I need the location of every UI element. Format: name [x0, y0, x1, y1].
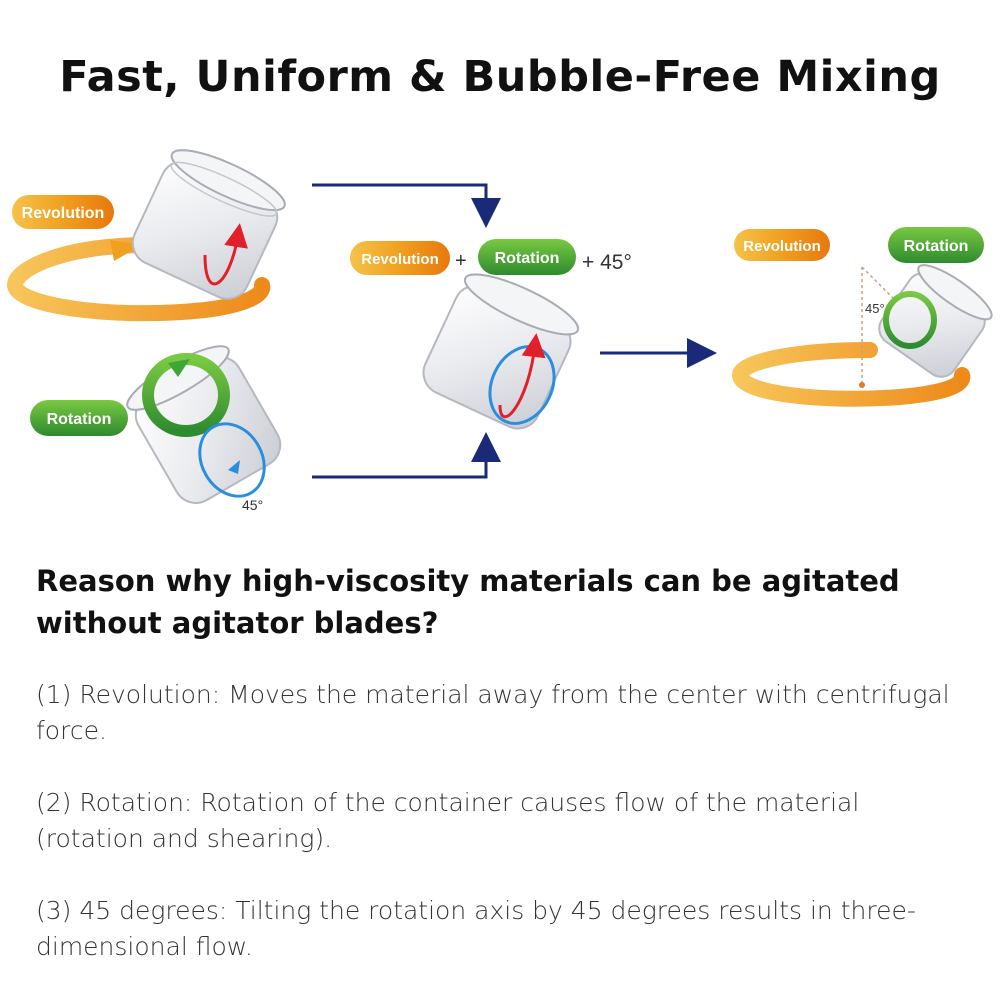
revolution-label: Revolution: [361, 251, 439, 268]
rotation-label: Rotation: [904, 238, 969, 255]
rotation-pill: Rotation: [478, 239, 576, 275]
revolution-label: Revolution: [743, 238, 821, 255]
rotation-illustration: 45° Rotation: [30, 345, 282, 513]
blue-rotation-arrow-icon: [198, 422, 266, 498]
rotation-pill: Rotation: [30, 400, 128, 436]
green-rotation-arrow-icon: [883, 291, 937, 349]
revolution-pill: Revolution: [350, 241, 450, 275]
flow-arrow-icon: [312, 183, 501, 228]
rotation-label: Rotation: [495, 250, 560, 267]
result-illustration: Revolution Rotation 45°: [731, 227, 993, 407]
revolution-ring-icon: [731, 342, 971, 407]
mixing-diagram: Revolution 45° Rotation Revolution + Rot…: [6, 149, 993, 513]
revolution-pill: Revolution: [734, 229, 830, 261]
rotation-label: Rotation: [47, 411, 112, 428]
cylindrical-container-icon: [422, 273, 580, 430]
flow-arrow-icon: [312, 432, 501, 479]
red-curved-arrow-icon: [203, 223, 248, 286]
explanation-heading: Reason why high-viscosity materials can …: [36, 564, 900, 640]
revolution-label: Revolution: [22, 205, 105, 222]
revolution-pill: Revolution: [12, 195, 114, 229]
point-revolution: (1) Revolution: Moves the material away …: [36, 680, 950, 745]
point-rotation: (2) Rotation: Rotation of the container …: [36, 788, 860, 853]
rotation-pill: Rotation: [888, 227, 984, 263]
plus-angle-label: + 45°: [582, 251, 632, 274]
point-45-degrees: (3) 45 degrees: Tilting the rotation axi…: [36, 896, 916, 961]
revolution-ring-icon: [6, 237, 271, 322]
plus-sign: +: [455, 250, 467, 272]
cylindrical-container-icon: [131, 149, 286, 300]
angle-label: 45°: [865, 301, 885, 316]
page-title: Fast, Uniform & Bubble-Free Mixing: [59, 52, 941, 102]
combined-illustration: Revolution + Rotation + 45°: [350, 239, 632, 430]
green-rotation-arrow-icon: [142, 353, 230, 437]
red-curved-arrow-icon: [498, 333, 546, 419]
angle-label: 45°: [242, 497, 263, 513]
revolution-illustration: Revolution: [6, 149, 286, 322]
